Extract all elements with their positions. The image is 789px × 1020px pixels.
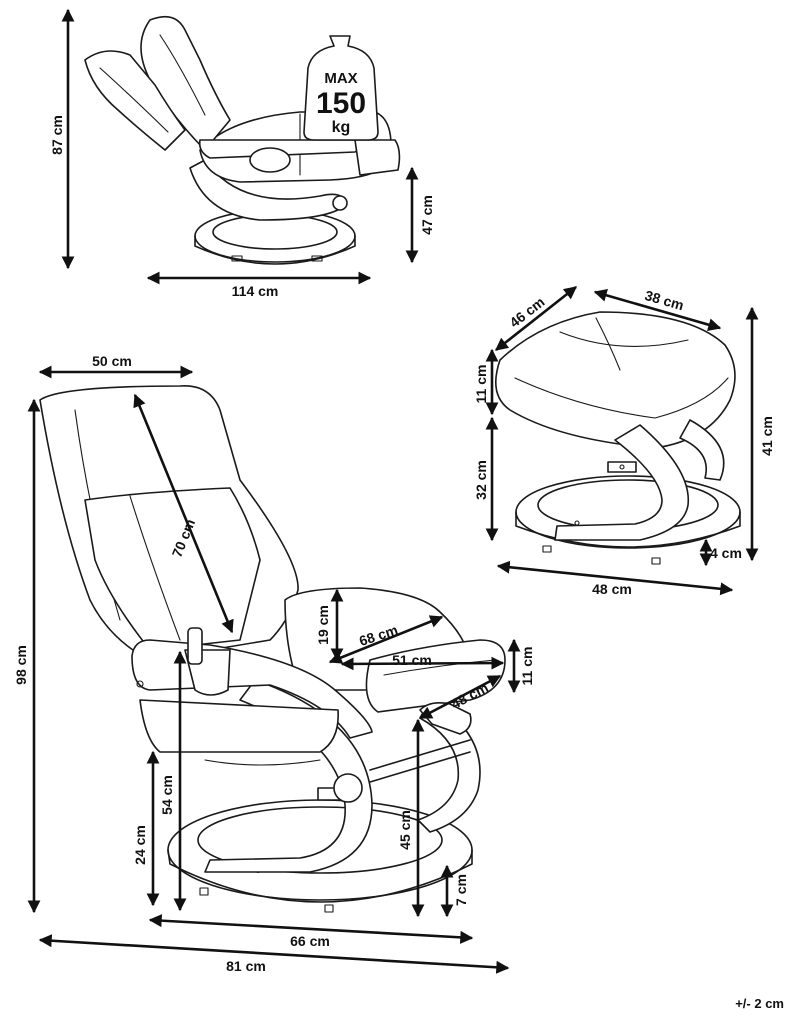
dim-line-stool-depth xyxy=(593,288,722,332)
dim-base-to-seat: 24 cm xyxy=(132,825,148,865)
dim-armrest-thickness: 11 cm xyxy=(519,647,535,686)
weight-unit: kg xyxy=(332,119,351,136)
dim-reclined-seat-height: 47 cm xyxy=(419,195,435,235)
dim-inner-depth: 66 cm xyxy=(290,933,330,949)
dim-stool-base: 4 cm xyxy=(710,545,742,561)
dim-stool-cushion: 11 cm xyxy=(473,365,489,404)
dim-armrest-gap: 19 cm xyxy=(315,605,331,645)
dim-seat-height: 45 cm xyxy=(397,810,413,850)
dim-line-stool-base-width xyxy=(496,560,734,596)
dim-base-height: 7 cm xyxy=(453,874,469,906)
dim-chair-width: 50 cm xyxy=(92,353,132,369)
dim-stool-depth: 38 cm xyxy=(643,287,686,313)
dim-seat-depth: 51 cm xyxy=(392,652,432,668)
dim-stool-height: 41 cm xyxy=(759,416,775,456)
weight-max-label: MAX xyxy=(324,70,357,87)
dim-stool-leg: 32 cm xyxy=(473,460,489,500)
dim-armrest-height: 54 cm xyxy=(159,775,175,815)
dim-line-backrest-length xyxy=(133,393,234,634)
dim-stool-base-width: 48 cm xyxy=(592,581,632,597)
dim-line-footrest-depth xyxy=(418,674,502,720)
dim-line-seat-diagonal xyxy=(328,615,444,664)
dim-reclined-length: 114 cm xyxy=(232,283,279,299)
ottoman-illustration xyxy=(494,311,741,565)
dim-total-depth: 81 cm xyxy=(226,958,266,974)
tolerance-note: +/- 2 cm xyxy=(735,996,784,1011)
dim-line-stool-width xyxy=(494,285,578,352)
dim-reclined-height: 87 cm xyxy=(49,115,65,155)
remote-control-icon xyxy=(187,627,203,665)
main-chair-illustration xyxy=(39,385,506,913)
weight-value: 150 xyxy=(316,87,366,120)
dim-chair-height: 98 cm xyxy=(13,645,29,685)
dim-line-seat-depth xyxy=(340,656,505,671)
weight-icon: MAX 150 kg xyxy=(303,35,379,141)
dim-line-total-depth xyxy=(38,934,510,974)
